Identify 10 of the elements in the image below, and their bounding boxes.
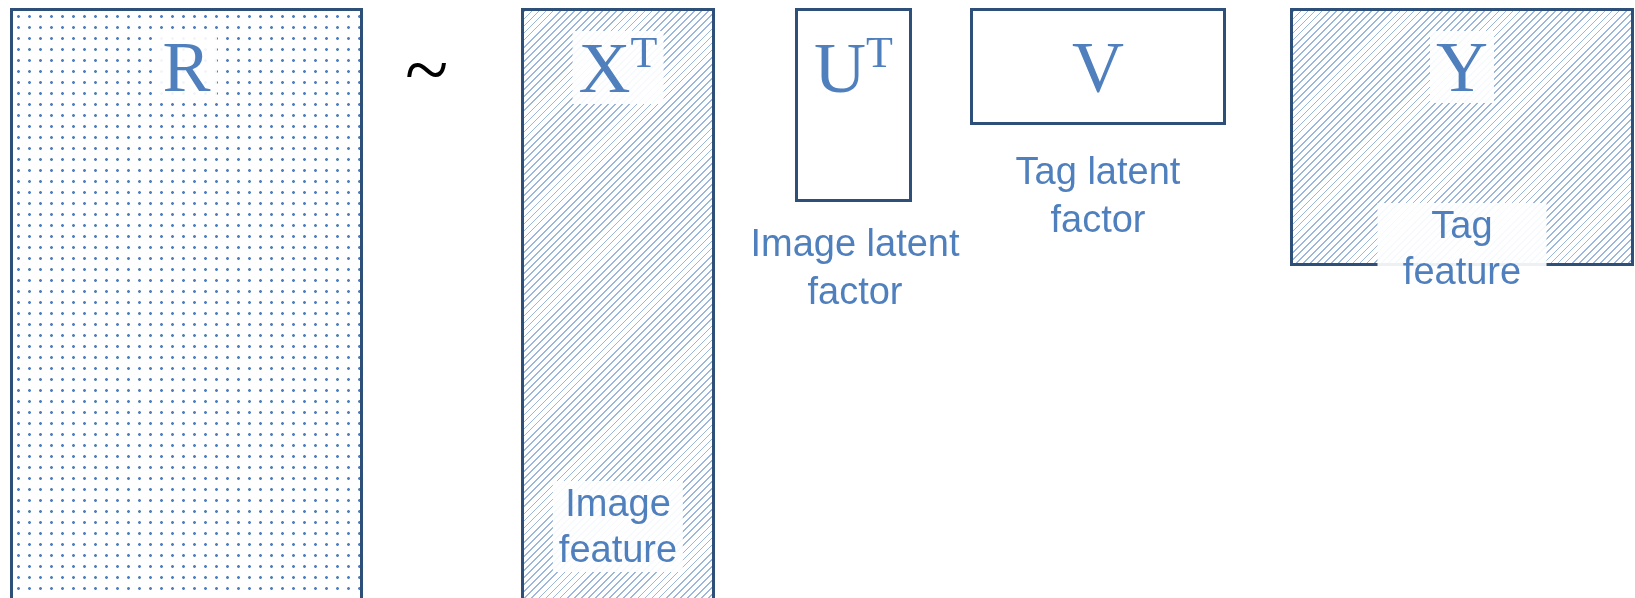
matrix-caption: Image latent factor [749, 221, 961, 314]
matrix-block [970, 8, 1226, 125]
matrix-caption: Image feature [552, 481, 684, 573]
matrix-block [521, 8, 715, 598]
matrix-symbol: Y [1430, 31, 1494, 103]
matrix-symbol: X$^{T}$ [572, 31, 664, 104]
matrix-block [795, 8, 912, 202]
matrix-block [10, 8, 363, 598]
approx-sign: ~ [405, 30, 449, 110]
matrix-caption: Tag latent factor [1014, 149, 1182, 242]
